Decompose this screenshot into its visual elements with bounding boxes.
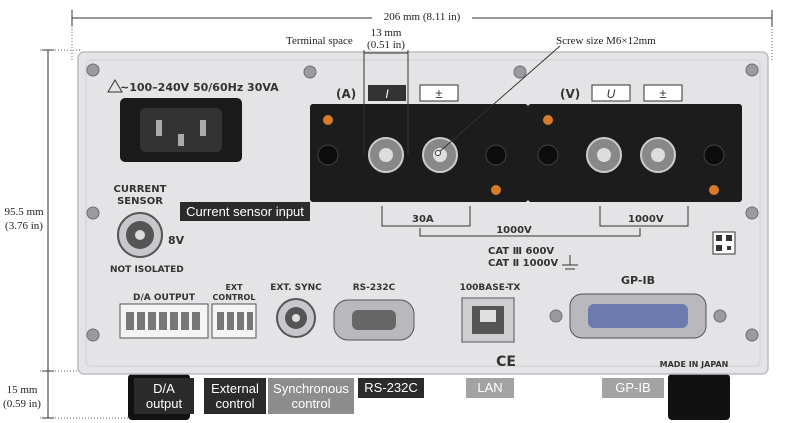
terminal-space-mm: 13 mm	[371, 27, 402, 39]
voltage-terminal-block	[528, 104, 742, 202]
terminal-space-in: (0.51 in)	[367, 39, 405, 51]
rating-30a: 30A	[412, 214, 434, 225]
callout-lan: LAN	[466, 378, 514, 398]
screw-size-label: Screw size M6×12mm	[556, 35, 656, 47]
gpib-panel-label: GP-IB	[621, 274, 655, 287]
rs232c-panel-label: RS-232C	[353, 283, 396, 293]
height-dimension-in: (3.76 in)	[5, 220, 43, 232]
made-in-japan-label: MADE IN JAPAN	[660, 360, 729, 369]
current-pm-symbol: ±	[435, 86, 442, 101]
terminal-a-label: (A)	[336, 87, 356, 101]
right-foot	[668, 374, 730, 420]
callout-synchronous-control: Synchronous control	[268, 378, 354, 414]
ce-mark: CE	[496, 354, 516, 370]
power-warning-icon	[107, 79, 123, 93]
power-rating-label: ~100–240V 50/60Hz 30VA	[120, 81, 279, 94]
height-dimension-mm: 95.5 mm	[4, 206, 44, 218]
sensor-voltage-label: 8V	[168, 234, 185, 247]
terminal-space-label: Terminal space	[286, 35, 353, 47]
cat-1000v-label: CAT Ⅱ 1000V	[488, 258, 559, 269]
rating-1000v-common: 1000V	[496, 225, 532, 236]
current-sensor-label-1: CURRENT	[114, 184, 167, 195]
width-dimension-label: 206 mm (8.11 in)	[384, 11, 461, 23]
callout-current-sensor-input: Current sensor input	[180, 202, 310, 221]
callout-rs232c: RS-232C	[358, 378, 424, 398]
ground-icon	[562, 255, 578, 270]
ext-sync-panel-label: EXT. SYNC	[270, 283, 322, 293]
cat-600v-label: CAT Ⅲ 600V	[488, 246, 554, 257]
da-output-panel-label: D/A OUTPUT	[133, 293, 196, 303]
not-isolated-label: NOT ISOLATED	[110, 265, 184, 275]
terminal-v-label: (V)	[560, 87, 580, 101]
rating-1000v-voltage: 1000V	[628, 214, 664, 225]
ext-control-panel-label-2: CONTROL	[213, 293, 256, 302]
voltage-symbol: U	[607, 87, 616, 101]
callout-da-output: D/A output	[134, 378, 194, 414]
current-sensor-label-2: SENSOR	[117, 196, 163, 207]
callout-gpib: GP-IB	[602, 378, 664, 398]
lan-panel-label: 100BASE-TX	[460, 283, 521, 293]
callout-external-control: External control	[204, 378, 266, 414]
current-symbol: I	[385, 87, 389, 101]
ext-control-panel-label-1: EXT	[225, 283, 243, 292]
panel-screws	[86, 63, 759, 342]
foot-dimension-mm: 15 mm	[7, 384, 38, 396]
voltage-pm-symbol: ±	[659, 86, 666, 101]
foot-dimension-in: (0.59 in)	[3, 398, 41, 410]
